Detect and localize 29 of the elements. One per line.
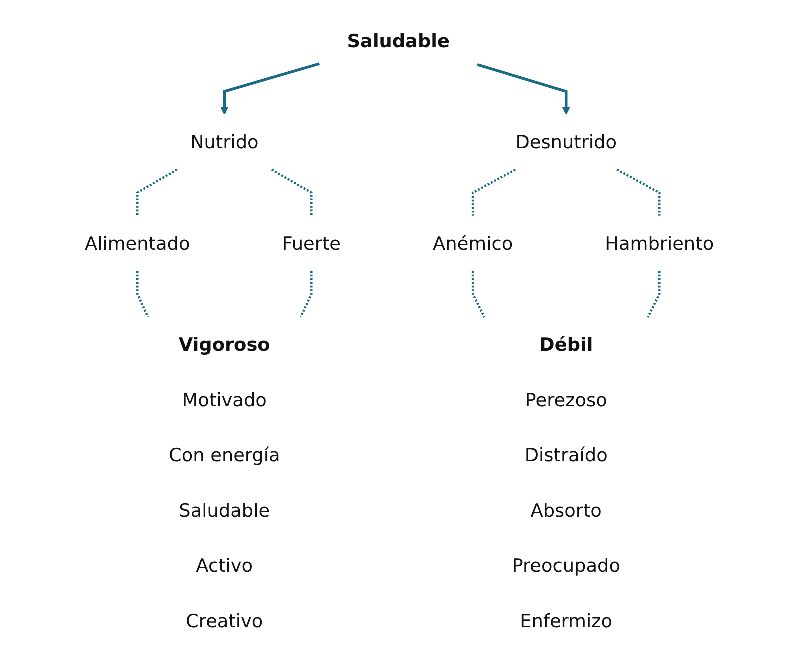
node-label: Con energía <box>168 444 280 466</box>
node-label: Activo <box>196 554 254 576</box>
connector <box>647 270 661 318</box>
node-label: Preocupado <box>512 554 620 576</box>
connector <box>136 270 150 318</box>
node-text: Nutrido <box>190 130 259 153</box>
node-label: Absorto <box>530 498 602 522</box>
node-text: Vigoroso <box>178 333 270 356</box>
node-text: Fuerte <box>282 232 341 254</box>
node-label: Distraído <box>524 444 608 466</box>
node-text: Débil <box>540 333 594 356</box>
connector <box>472 168 516 216</box>
node-text: Hambriento <box>605 232 714 254</box>
connector <box>271 168 313 216</box>
arrow <box>220 62 320 114</box>
arrow <box>477 63 570 114</box>
node-label: Enfermizo <box>520 609 612 632</box>
node-label: Saludable <box>179 498 270 522</box>
node-text: Alimentado <box>84 232 190 254</box>
node-label: Perezoso <box>525 388 608 411</box>
connector <box>472 270 486 318</box>
node-text: Anémico <box>433 232 514 254</box>
connector <box>616 168 661 216</box>
connector <box>136 168 178 216</box>
node-label: Creativo <box>186 609 264 632</box>
node-text: Saludable <box>347 29 450 52</box>
node-text: Desnutrido <box>516 130 617 153</box>
node-label: Motivado <box>182 388 267 411</box>
connector <box>300 270 313 318</box>
